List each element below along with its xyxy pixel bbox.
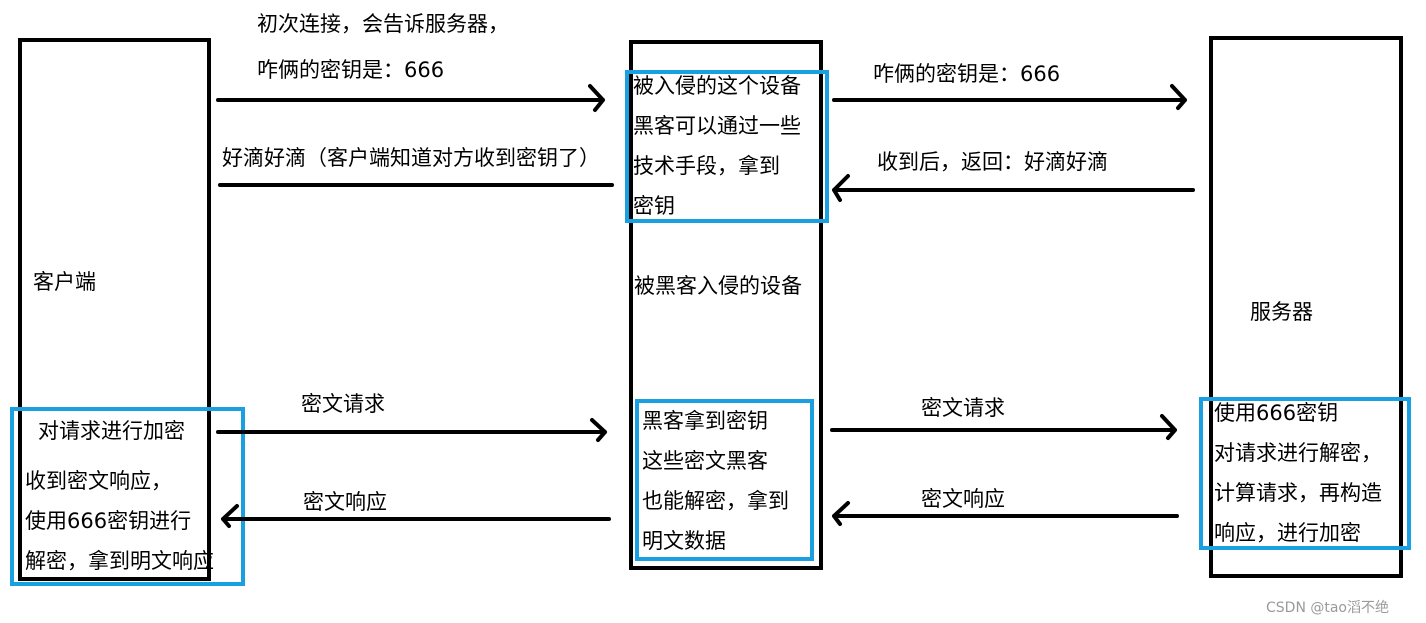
middle-top-line: 被入侵的这个设备	[633, 74, 801, 98]
client-encrypt-note: 对请求进行加密	[38, 419, 185, 443]
client-box	[18, 38, 211, 581]
client-response-note: 收到密文响应， 使用666密钥进行 解密，拿到明文响应	[25, 461, 214, 581]
middle-top-note: 被入侵的这个设备 黑客可以通过一些 技术手段，拿到 密钥	[633, 66, 801, 226]
client-response-line: 解密，拿到明文响应	[25, 549, 214, 573]
middle-bottom-highlight	[635, 399, 814, 561]
label-first-connect: 初次连接，会告诉服务器，	[257, 12, 509, 36]
server-note: 使用666密钥 对请求进行解密， 计算请求，再构造 响应，进行加密	[1214, 393, 1382, 553]
client-title: 客户端	[33, 270, 96, 294]
arrow-middle-to-client-response	[221, 504, 611, 528]
arrow-server-to-middle-ack	[832, 174, 1195, 202]
arrow-server-to-middle-response	[832, 501, 1179, 526]
middle-bottom-line: 这些密文黑客	[642, 449, 768, 473]
arrow-client-to-middle-key	[216, 84, 605, 112]
middle-bottom-line: 黑客拿到密钥	[642, 409, 768, 433]
label-left-ack: 好滴好滴（客户端知道对方收到密钥了）	[222, 146, 600, 170]
server-highlight	[1199, 397, 1411, 550]
middle-top-line: 密钥	[633, 194, 675, 218]
label-right-request: 密文请求	[921, 396, 1005, 420]
watermark: CSDN @tao滔不绝	[1266, 600, 1389, 616]
label-left-response: 密文响应	[303, 490, 387, 514]
hacked-device-box	[629, 40, 823, 570]
server-note-line: 对请求进行解密，	[1214, 441, 1382, 465]
middle-top-line: 技术手段，拿到	[633, 154, 780, 178]
label-right-ack: 收到后，返回：好滴好滴	[877, 150, 1108, 174]
label-right-response: 密文响应	[921, 487, 1005, 511]
arrow-middle-to-server-key	[832, 84, 1187, 110]
arrow-client-to-middle-request	[216, 418, 607, 442]
middle-bottom-note: 黑客拿到密钥 这些密文黑客 也能解密，拿到 明文数据	[642, 401, 789, 561]
label-left-key: 咋俩的密钥是：666	[257, 58, 445, 82]
middle-title: 被黑客入侵的设备	[634, 274, 802, 298]
middle-bottom-line: 也能解密，拿到	[642, 489, 789, 513]
middle-bottom-line: 明文数据	[642, 529, 726, 553]
arrow-middle-to-server-request	[830, 414, 1177, 440]
server-box	[1209, 36, 1403, 578]
client-response-line: 使用666密钥进行	[25, 509, 192, 533]
middle-top-highlight	[625, 70, 829, 223]
client-highlight	[10, 407, 245, 586]
label-left-request: 密文请求	[301, 392, 385, 416]
server-note-line: 计算请求，再构造	[1214, 481, 1382, 505]
client-response-line: 收到密文响应，	[25, 469, 172, 493]
server-title: 服务器	[1250, 300, 1313, 324]
label-right-key: 咋俩的密钥是：666	[873, 62, 1061, 86]
server-note-line: 响应，进行加密	[1214, 521, 1361, 545]
middle-top-line: 黑客可以通过一些	[633, 114, 801, 138]
server-note-line: 使用666密钥	[1214, 401, 1339, 425]
